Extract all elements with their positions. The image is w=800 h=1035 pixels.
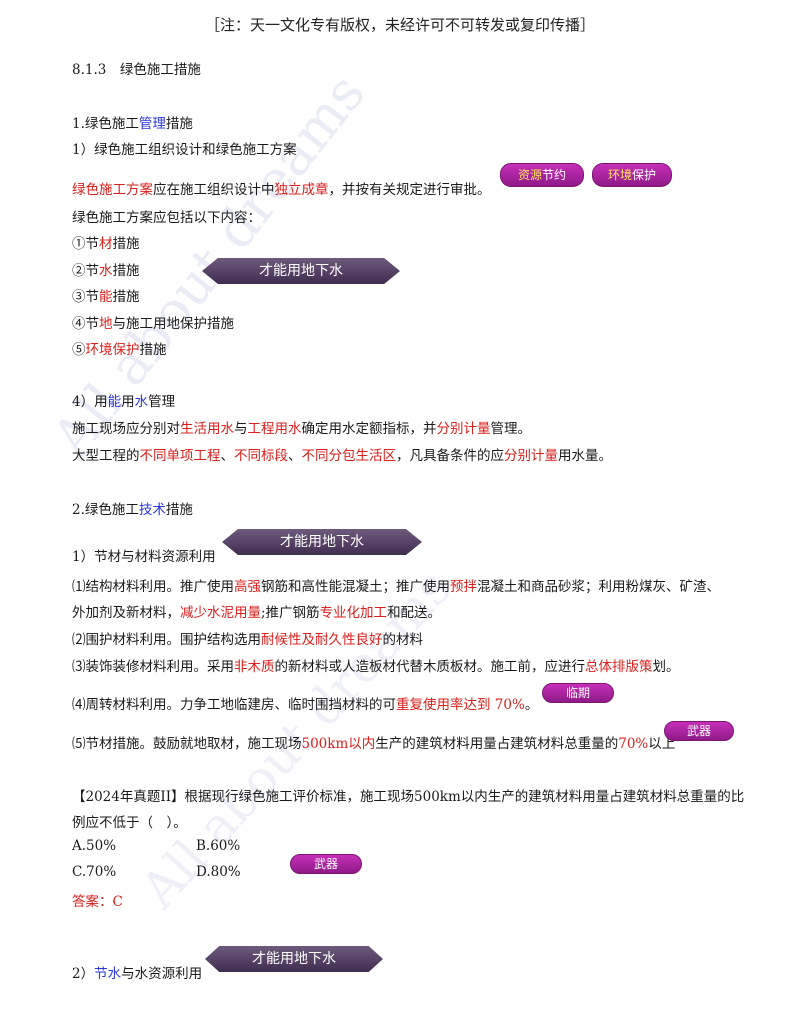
option-b: B.60% xyxy=(196,838,241,854)
material-item-2: ⑵围护材料利用。围护结构选用耐候性及耐久性良好的材料 xyxy=(72,632,423,648)
include-line: 绿色施工方案应包括以下内容： xyxy=(72,210,261,226)
option-a: A.50% xyxy=(72,838,117,854)
subsection-1-1: 1）绿色施工组织设计和绿色施工方案 xyxy=(72,142,297,158)
energy-water-heading: 4）用能用水管理 xyxy=(72,394,176,410)
list-item: ②节水措施 xyxy=(72,263,140,279)
list-item: ⑤环境保护措施 xyxy=(72,342,167,358)
environment-protection-badge: 环境保护 xyxy=(592,163,672,187)
option-c: C.70% xyxy=(72,864,117,880)
water-metering-line: 施工现场应分别对生活用水与工程用水确定用水定额指标，并分别计量管理。 xyxy=(72,421,531,437)
material-item-1: ⑴结构材料利用。推广使用高强钢筋和高性能混凝土；推广使用预拌混凝土和商品砂浆；利… xyxy=(72,579,720,595)
answer: 答案：C xyxy=(72,894,123,910)
material-item-5: ⑸节材措施。鼓励就地取材，施工现场500km以内生产的建筑材料用量占建筑材料总重… xyxy=(72,736,676,752)
large-project-line: 大型工程的不同单项工程、不同标段、不同分包生活区，凡具备条件的应分别计量用水量。 xyxy=(72,448,612,464)
material-item-3: ⑶装饰装修材料利用。采用非木质的新材料或人造板材代替木质板材。施工前，应进行总体… xyxy=(72,659,680,675)
groundwater-ribbon: 才能用地下水 xyxy=(222,529,422,555)
weapon-badge: 武器 xyxy=(664,721,734,741)
list-item: ③节能措施 xyxy=(72,289,140,305)
material-item-4: ⑷周转材料利用。力争工地临建房、临时围挡材料的可重复使用率达到 70%。 xyxy=(72,697,539,713)
groundwater-ribbon: 才能用地下水 xyxy=(202,258,400,284)
subsection-2-2: 2）节水与水资源利用 xyxy=(72,966,203,982)
exam-question-line-2: 例应不低于（ ）。 xyxy=(72,815,187,831)
section-heading-813: 8.1.3 绿色施工措施 xyxy=(72,62,201,78)
copyright-header: ［注：天一文化专有版权，未经许可不可转发或复印传播］ xyxy=(204,16,595,34)
list-item: ④节地与施工用地保护措施 xyxy=(72,316,234,332)
subsection-2-1: 1）节材与材料资源利用 xyxy=(72,549,216,565)
section-1-heading: 1.绿色施工管理措施 xyxy=(72,116,193,132)
groundwater-ribbon: 才能用地下水 xyxy=(205,946,383,972)
weapon-badge: 武器 xyxy=(290,854,362,874)
expiring-badge: 临期 xyxy=(542,683,614,703)
resource-saving-badge: 资源节约 xyxy=(500,163,584,187)
section-2-heading: 2.绿色施工技术措施 xyxy=(72,502,193,518)
plan-line: 绿色施工方案应在施工组织设计中独立成章，并按有关规定进行审批。 xyxy=(72,182,491,198)
exam-question-line-1: 【2024年真题II】根据现行绿色施工评价标准，施工现场500km以内生产的建筑… xyxy=(72,789,745,805)
option-d: D.80% xyxy=(196,864,241,880)
material-item-1-cont: 外加剂及新材料，减少水泥用量;推广钢筋专业化加工和配送。 xyxy=(72,605,442,621)
list-item: ①节材措施 xyxy=(72,236,140,252)
